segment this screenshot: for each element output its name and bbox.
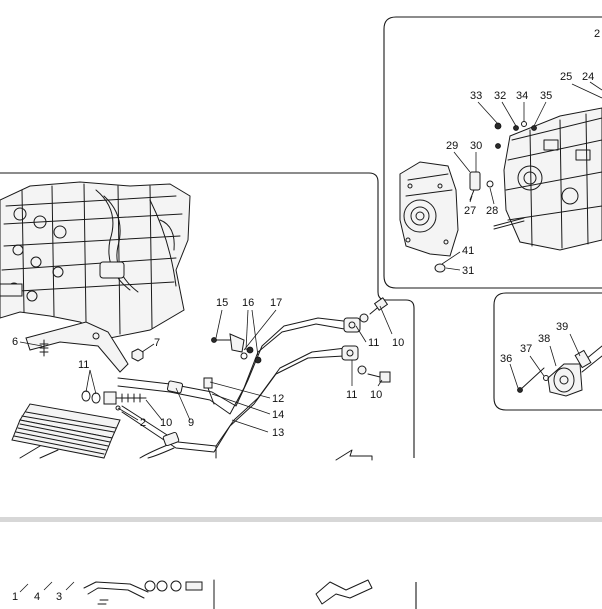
- direction-arrow: [335, 449, 373, 461]
- pipe-clamp-group: [211, 333, 262, 364]
- callout-11c: 11: [346, 389, 357, 401]
- callout-3: 3: [56, 591, 62, 603]
- nut-7: [131, 348, 144, 362]
- callout-31: 31: [462, 265, 474, 277]
- callouts-shaft: 36 37 38 39: [500, 321, 568, 365]
- main-panel-frame: [0, 172, 415, 458]
- callout-11a: 11: [78, 359, 89, 371]
- shaft-panel-frame: [493, 292, 602, 411]
- oil-cooler: [11, 403, 121, 459]
- callout-28: 28: [486, 205, 498, 217]
- callout-39: 39: [556, 321, 568, 333]
- callout-32: 32: [494, 90, 506, 102]
- callout-4: 4: [34, 591, 40, 603]
- callout-38: 38: [538, 333, 550, 345]
- callout-25: 25: [560, 71, 572, 83]
- callout-15: 15: [216, 297, 228, 309]
- callout-1: 1: [12, 591, 18, 603]
- callout-33: 33: [470, 90, 482, 102]
- callout-34: 34: [516, 90, 528, 102]
- bottom-pipe-fragment: [83, 579, 215, 609]
- callout-12: 12: [272, 393, 284, 405]
- callout-g2: 2: [594, 28, 600, 40]
- callout-35: 35: [540, 90, 552, 102]
- callout-30: 30: [470, 140, 482, 152]
- callout-10b: 10: [392, 337, 404, 349]
- callout-16: 16: [242, 297, 254, 309]
- bolt-washer-left: [81, 390, 147, 411]
- leader-lines: [19, 81, 602, 593]
- gearbox-small-parts: [434, 121, 537, 273]
- oil-pipe-assembly: [117, 317, 353, 459]
- drive-shaft-assembly: [517, 345, 602, 397]
- callout-10a: 10: [160, 417, 172, 429]
- bottom-direction-arrow: [315, 579, 373, 605]
- callout-17: 17: [270, 297, 282, 309]
- callout-13: 13: [272, 427, 284, 439]
- gearbox-panel-frame: [383, 16, 602, 289]
- callout-24: 24: [582, 71, 594, 83]
- callouts-bottom: 1 4 3: [12, 591, 62, 603]
- callout-29: 29: [446, 140, 458, 152]
- callout-36: 36: [500, 353, 512, 365]
- callouts-main: 6 7 11 2 10 9 15 16 17 12 14 13 11 10 11…: [12, 297, 404, 439]
- callout-10c: 10: [370, 389, 382, 401]
- section-divider: [0, 517, 602, 522]
- callout-7: 7: [154, 337, 160, 349]
- engine-block: [0, 181, 191, 339]
- callouts-gearbox: 2 25 24 33 32 34 35 29 30 27 28 41 31: [446, 28, 600, 277]
- mounting-bracket: [25, 321, 129, 373]
- callout-9: 9: [188, 417, 194, 429]
- bolt-12: [203, 377, 215, 405]
- callout-14: 14: [272, 409, 284, 421]
- callout-11b: 11: [368, 337, 379, 349]
- callout-2: 2: [140, 417, 146, 429]
- callout-37: 37: [520, 343, 532, 355]
- gearbox-housing: [503, 107, 602, 251]
- gearbox-front-cover: [399, 161, 459, 257]
- pipe-fittings-right: [341, 297, 391, 383]
- callout-27: 27: [464, 205, 476, 217]
- callout-6: 6: [12, 336, 18, 348]
- callout-41: 41: [462, 245, 474, 257]
